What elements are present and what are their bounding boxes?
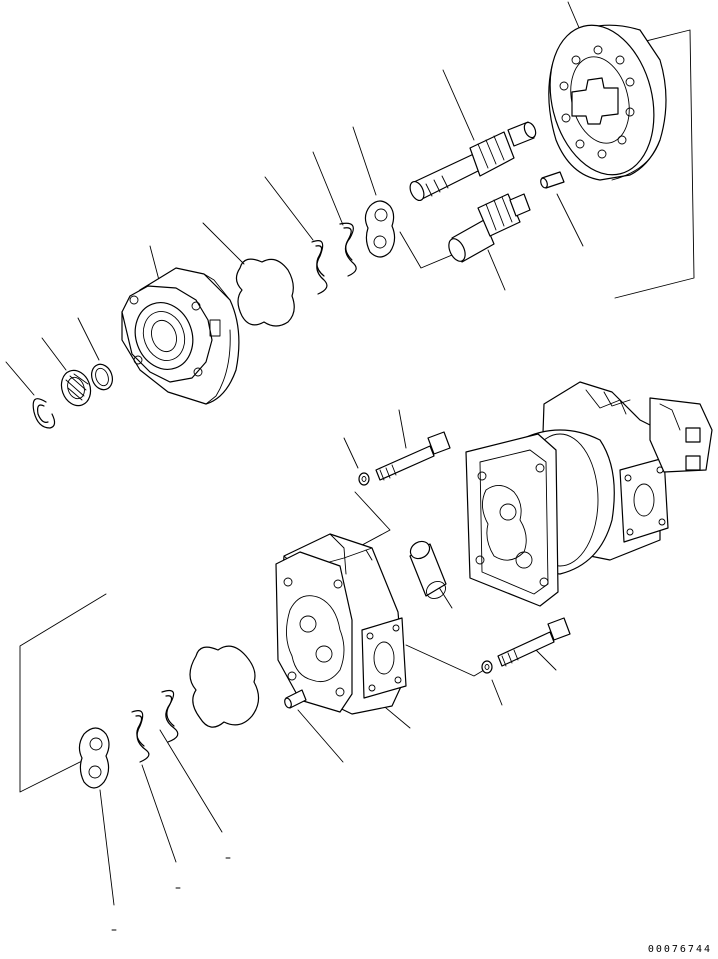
- thrust-plate-lower: [78, 727, 110, 789]
- dowel-pin-upper: [540, 171, 565, 189]
- gear-case: [548, 24, 667, 181]
- driven-gear: [448, 193, 531, 263]
- drawing-number: 00076744: [647, 944, 712, 955]
- washer-upper: [358, 472, 370, 486]
- dowel-pin-lower: [284, 689, 307, 709]
- thrust-plate-upper: [364, 200, 396, 258]
- label-ticks: [111, 857, 231, 931]
- seal-rings-upper: [311, 222, 357, 295]
- leader-lines: [5, 1, 695, 906]
- bushing: [409, 540, 447, 599]
- front-cover: [121, 267, 240, 405]
- retainer-ring: [91, 363, 113, 391]
- rear-cover: [275, 533, 407, 715]
- snap-ring: [32, 398, 56, 429]
- gasket-lower: [189, 645, 260, 728]
- gasket-upper: [235, 258, 295, 327]
- pump-assembly: [465, 381, 713, 607]
- seal-rings-lower: [131, 689, 179, 763]
- oil-seal: [60, 369, 92, 407]
- drive-gear-shaft: [409, 121, 537, 202]
- washer-lower: [481, 660, 493, 674]
- bolt-upper: [375, 431, 451, 481]
- bolt-lower: [497, 617, 571, 667]
